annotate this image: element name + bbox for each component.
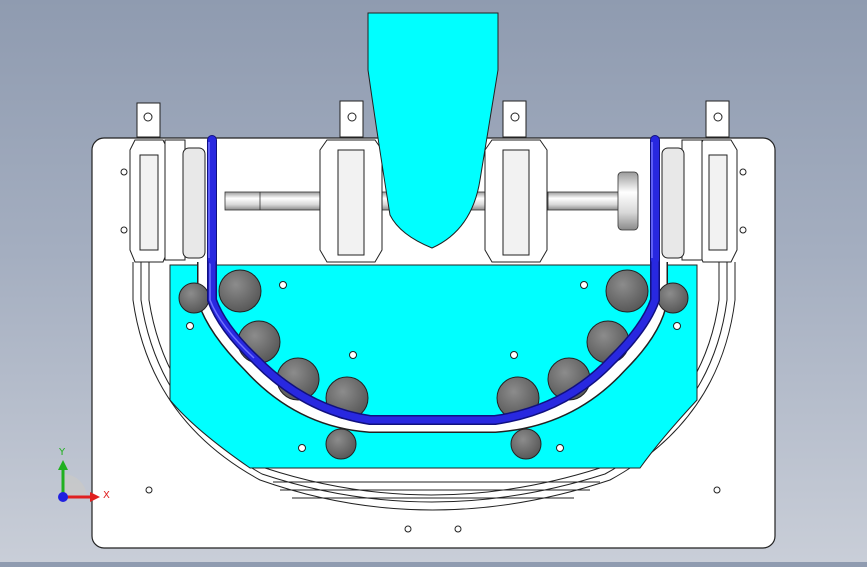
roller[interactable] xyxy=(218,269,262,313)
mount-hole xyxy=(454,525,462,533)
mount-hole xyxy=(120,168,128,176)
mount-hole xyxy=(120,226,128,234)
clamp-block-3[interactable] xyxy=(484,100,548,263)
clamp-block-1[interactable] xyxy=(129,102,206,263)
y-axis-label: Y xyxy=(58,447,66,458)
mount-hole xyxy=(404,525,412,533)
mount-hole xyxy=(145,486,153,494)
tube-ends xyxy=(208,136,659,264)
roller[interactable] xyxy=(178,282,210,314)
mount-hole xyxy=(739,226,747,234)
mount-hole xyxy=(739,168,747,176)
roller[interactable] xyxy=(657,282,689,314)
clamp-block-4[interactable] xyxy=(661,100,738,263)
die-fixture[interactable] xyxy=(169,264,698,469)
mount-hole xyxy=(713,486,721,494)
coordinate-triad: X Y xyxy=(58,447,110,502)
shaft-collar[interactable] xyxy=(617,171,639,231)
forming-punch[interactable] xyxy=(367,12,499,249)
bent-tube[interactable] xyxy=(207,135,660,425)
x-axis-label: X xyxy=(103,490,110,501)
roller[interactable] xyxy=(325,428,357,460)
clamp-block-2[interactable] xyxy=(319,100,383,263)
roller[interactable] xyxy=(605,269,649,313)
roller[interactable] xyxy=(510,428,542,460)
